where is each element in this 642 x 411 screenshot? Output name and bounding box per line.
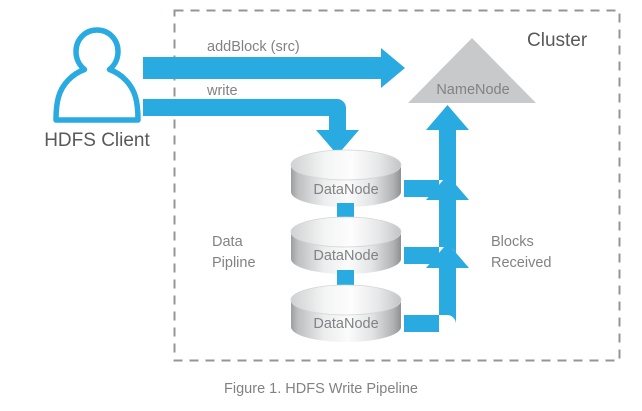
cluster-boundary xyxy=(173,9,621,362)
blocks-received-arrow-2 xyxy=(404,243,469,332)
datanode-label-0: DataNode xyxy=(313,182,379,198)
datanode-shape-1 xyxy=(290,216,402,274)
write-arrow xyxy=(143,99,359,155)
addblock-edge-label: addBlock (src) xyxy=(207,39,300,55)
datanode-label-1: DataNode xyxy=(313,248,379,264)
cluster-label: Cluster xyxy=(527,30,588,51)
data-pipline-label: Data Pipline xyxy=(212,234,256,271)
blocks-received-label: Blocks Received xyxy=(491,234,552,271)
hdfs-client-label: HDFS Client xyxy=(44,130,150,151)
user-icon xyxy=(53,27,141,123)
namenode-label: NameNode xyxy=(436,82,510,98)
blocks-received-arrow-0 xyxy=(404,105,469,197)
namenode-shape xyxy=(408,38,536,103)
figure-caption: Figure 1. HDFS Write Pipeline xyxy=(224,381,418,397)
blocks-received-arrow-1 xyxy=(404,175,469,264)
datanode-shape-0 xyxy=(290,149,402,207)
datanode-shape-2 xyxy=(290,284,402,342)
datanode-label-2: DataNode xyxy=(313,316,379,332)
addblock-arrow xyxy=(143,48,405,88)
write-edge-label: write xyxy=(207,83,238,99)
